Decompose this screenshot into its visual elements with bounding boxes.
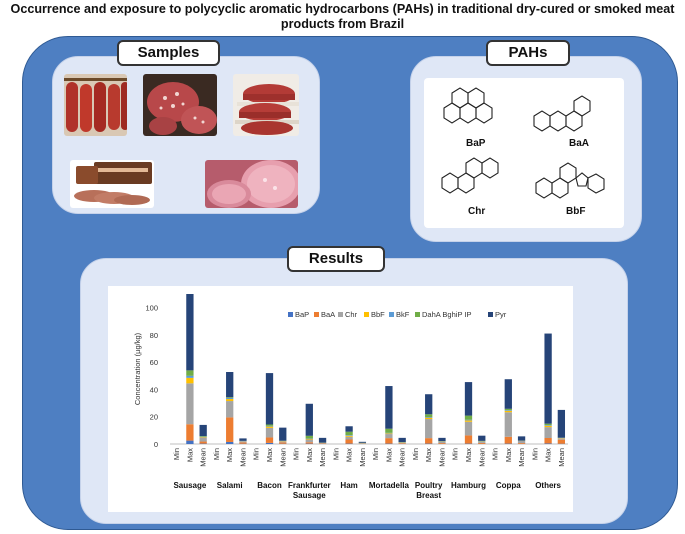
bacon-photo — [70, 160, 154, 208]
chart-area — [108, 286, 573, 512]
bbf-structure-icon — [535, 162, 605, 199]
pahs-label: PAHs — [486, 40, 570, 66]
results-label: Results — [287, 246, 385, 272]
sausage-photo — [64, 74, 127, 136]
page-title: Occurrence and exposure to polycyclic ar… — [10, 2, 675, 31]
pah-name-bap: BaP — [466, 138, 486, 149]
samples-label: Samples — [117, 40, 220, 66]
baa-structure-icon — [533, 95, 591, 132]
pahs-structures-card — [424, 78, 624, 228]
salami-photo — [143, 74, 217, 136]
bap-structure-icon — [443, 87, 493, 124]
pah-name-baa: BaA — [569, 138, 590, 149]
chr-structure-icon — [441, 157, 499, 194]
mortadella-photo — [205, 160, 298, 208]
pah-structures-diagram — [441, 87, 605, 199]
hamburger-patty-photo — [233, 74, 299, 136]
pah-name-chr: Chr — [468, 206, 486, 217]
pah-name-bbf: BbF — [566, 206, 586, 217]
